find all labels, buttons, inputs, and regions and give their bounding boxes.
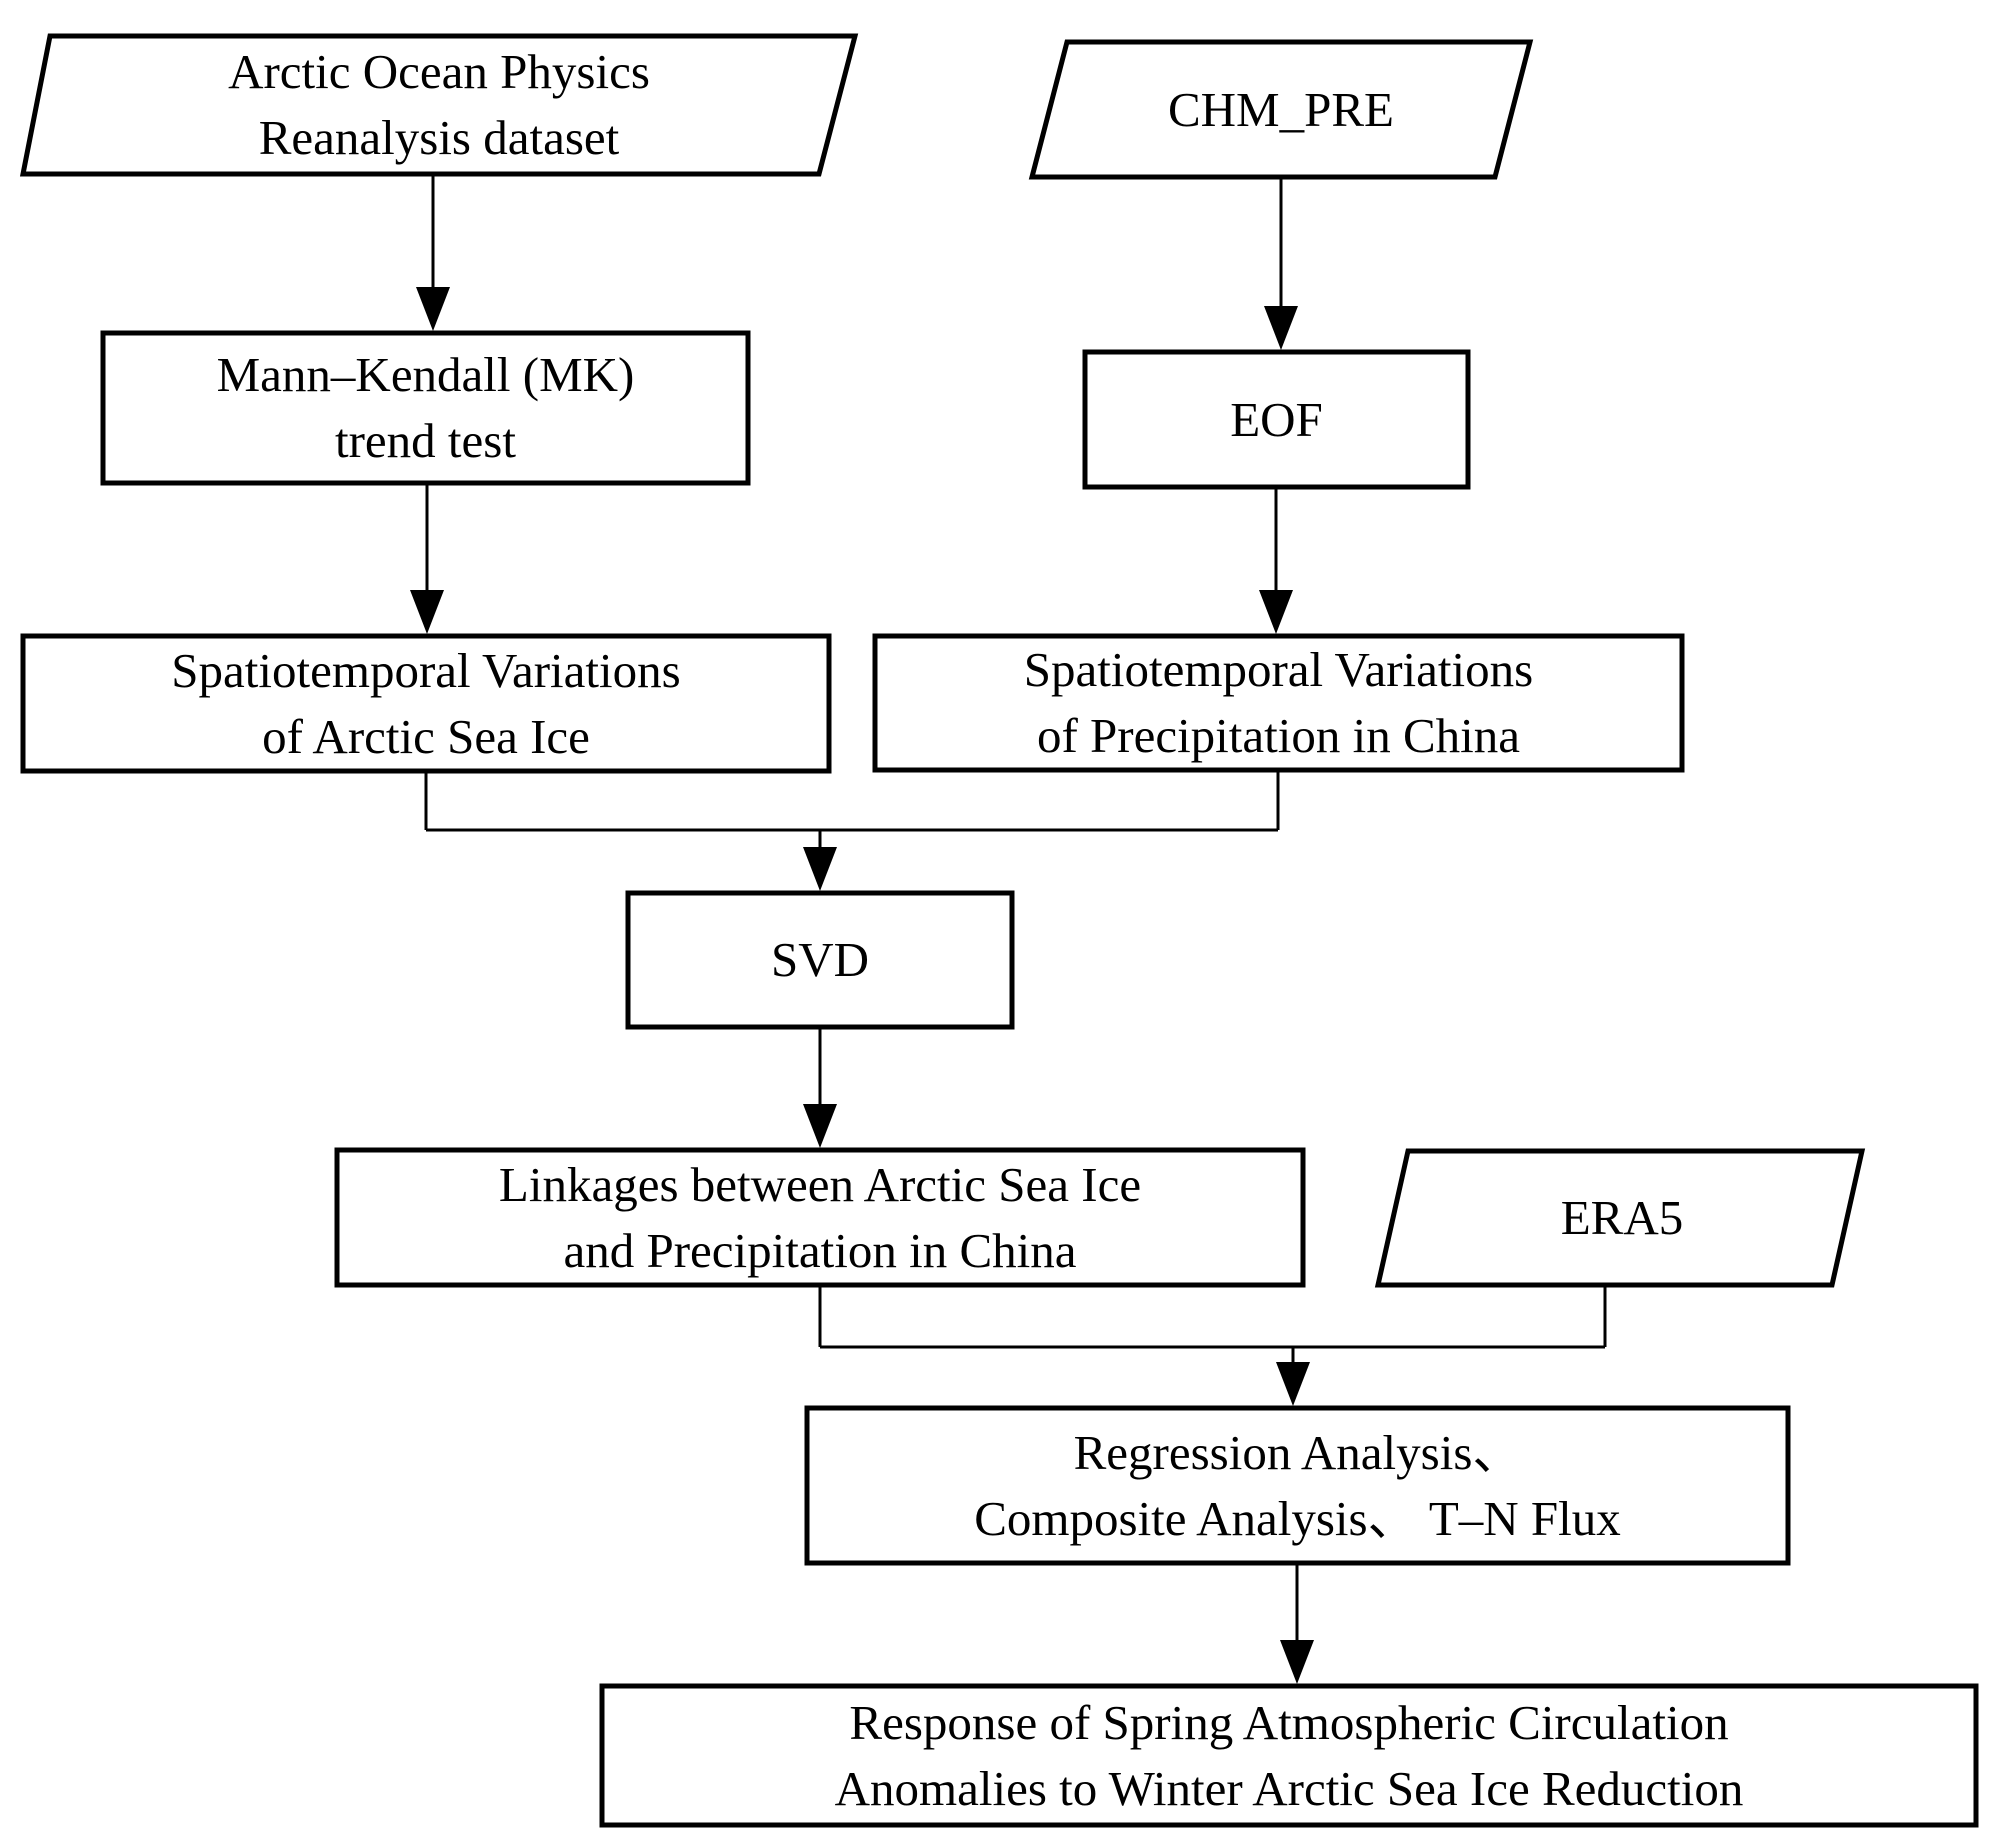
arrowhead-analysis-to-response <box>1280 1640 1314 1684</box>
node-sea-ice-variations-line1: Spatiotemporal Variations <box>171 642 681 698</box>
node-mk-trend-test-line2: trend test <box>335 413 516 468</box>
node-arctic-dataset-line1: Arctic Ocean Physics <box>228 44 650 100</box>
node-sea-ice-variations-line2: of Arctic Sea Ice <box>262 708 590 764</box>
arrowhead-dataset-to-mk <box>416 287 450 331</box>
node-response-line2: Anomalies to Winter Arctic Sea Ice Reduc… <box>834 1760 1744 1816</box>
node-analysis-methods-shape <box>804 1405 1791 1566</box>
arrowhead-merge2-to-analysis <box>1276 1362 1310 1406</box>
node-arctic-dataset-line2: Reanalysis dataset <box>258 110 620 165</box>
node-mk-trend-test-line1: Mann–Kendall (MK) <box>216 347 635 403</box>
node-precip-variations-shape <box>872 633 1685 773</box>
node-linkages-line1: Linkages between Arctic Sea Ice <box>498 1156 1142 1212</box>
node-svd-shape <box>625 890 1015 1030</box>
node-analysis-methods-line1: Regression Analysis、 <box>1073 1424 1522 1480</box>
node-era5-line1: ERA5 <box>1560 1190 1684 1246</box>
node-arctic-dataset: Arctic Ocean Physics Reanalysis dataset <box>23 36 855 174</box>
node-mk-trend-test: Mann–Kendall (MK) trend test <box>103 333 748 483</box>
node-linkages-shape <box>334 1147 1306 1288</box>
node-svd-line1: SVD <box>770 932 870 988</box>
arrowhead-eof-to-precip <box>1259 590 1293 634</box>
node-sea-ice-variations-shape <box>20 633 832 774</box>
node-mk-trend-test-shape <box>100 330 751 486</box>
arrowhead-merge1-to-svd <box>803 847 837 891</box>
node-eof-line1: EOF <box>1230 391 1323 447</box>
arrowhead-mk-to-seaice <box>410 590 444 634</box>
node-linkages-line2: and Precipitation in China <box>563 1222 1077 1278</box>
node-era5-shape <box>1374 1148 1866 1288</box>
node-response-shape <box>599 1683 1979 1828</box>
node-chm-pre-shape <box>1028 39 1534 180</box>
node-era5: ERA5 <box>1378 1151 1866 1285</box>
node-sea-ice-variations: Spatiotemporal Variations of Arctic Sea … <box>23 636 829 771</box>
node-svd: SVD <box>628 893 1012 1027</box>
node-eof: EOF <box>1085 352 1468 487</box>
arrowhead-chmpre-to-eof <box>1264 306 1298 350</box>
node-response-line1: Response of Spring Atmospheric Circulati… <box>849 1694 1729 1750</box>
node-precip-variations-line2: of Precipitation in China <box>1036 708 1521 763</box>
node-eof-shape <box>1082 349 1471 490</box>
node-analysis-methods: Regression Analysis、 Composite Analysis、… <box>807 1408 1788 1563</box>
node-linkages: Linkages between Arctic Sea Ice and Prec… <box>337 1150 1303 1285</box>
node-precip-variations-line1: Spatiotemporal Variations <box>1023 642 1534 698</box>
node-precip-variations: Spatiotemporal Variations of Precipitati… <box>875 636 1682 770</box>
arrowhead-svd-to-linkages <box>803 1104 837 1148</box>
node-analysis-methods-line2: Composite Analysis、 T–N Flux <box>974 1490 1621 1546</box>
node-chm-pre: CHM_PRE <box>1032 42 1530 177</box>
node-chm-pre-line1: CHM_PRE <box>1167 81 1394 137</box>
node-response: Response of Spring Atmospheric Circulati… <box>602 1686 1976 1825</box>
node-arctic-dataset-shape <box>19 33 859 177</box>
